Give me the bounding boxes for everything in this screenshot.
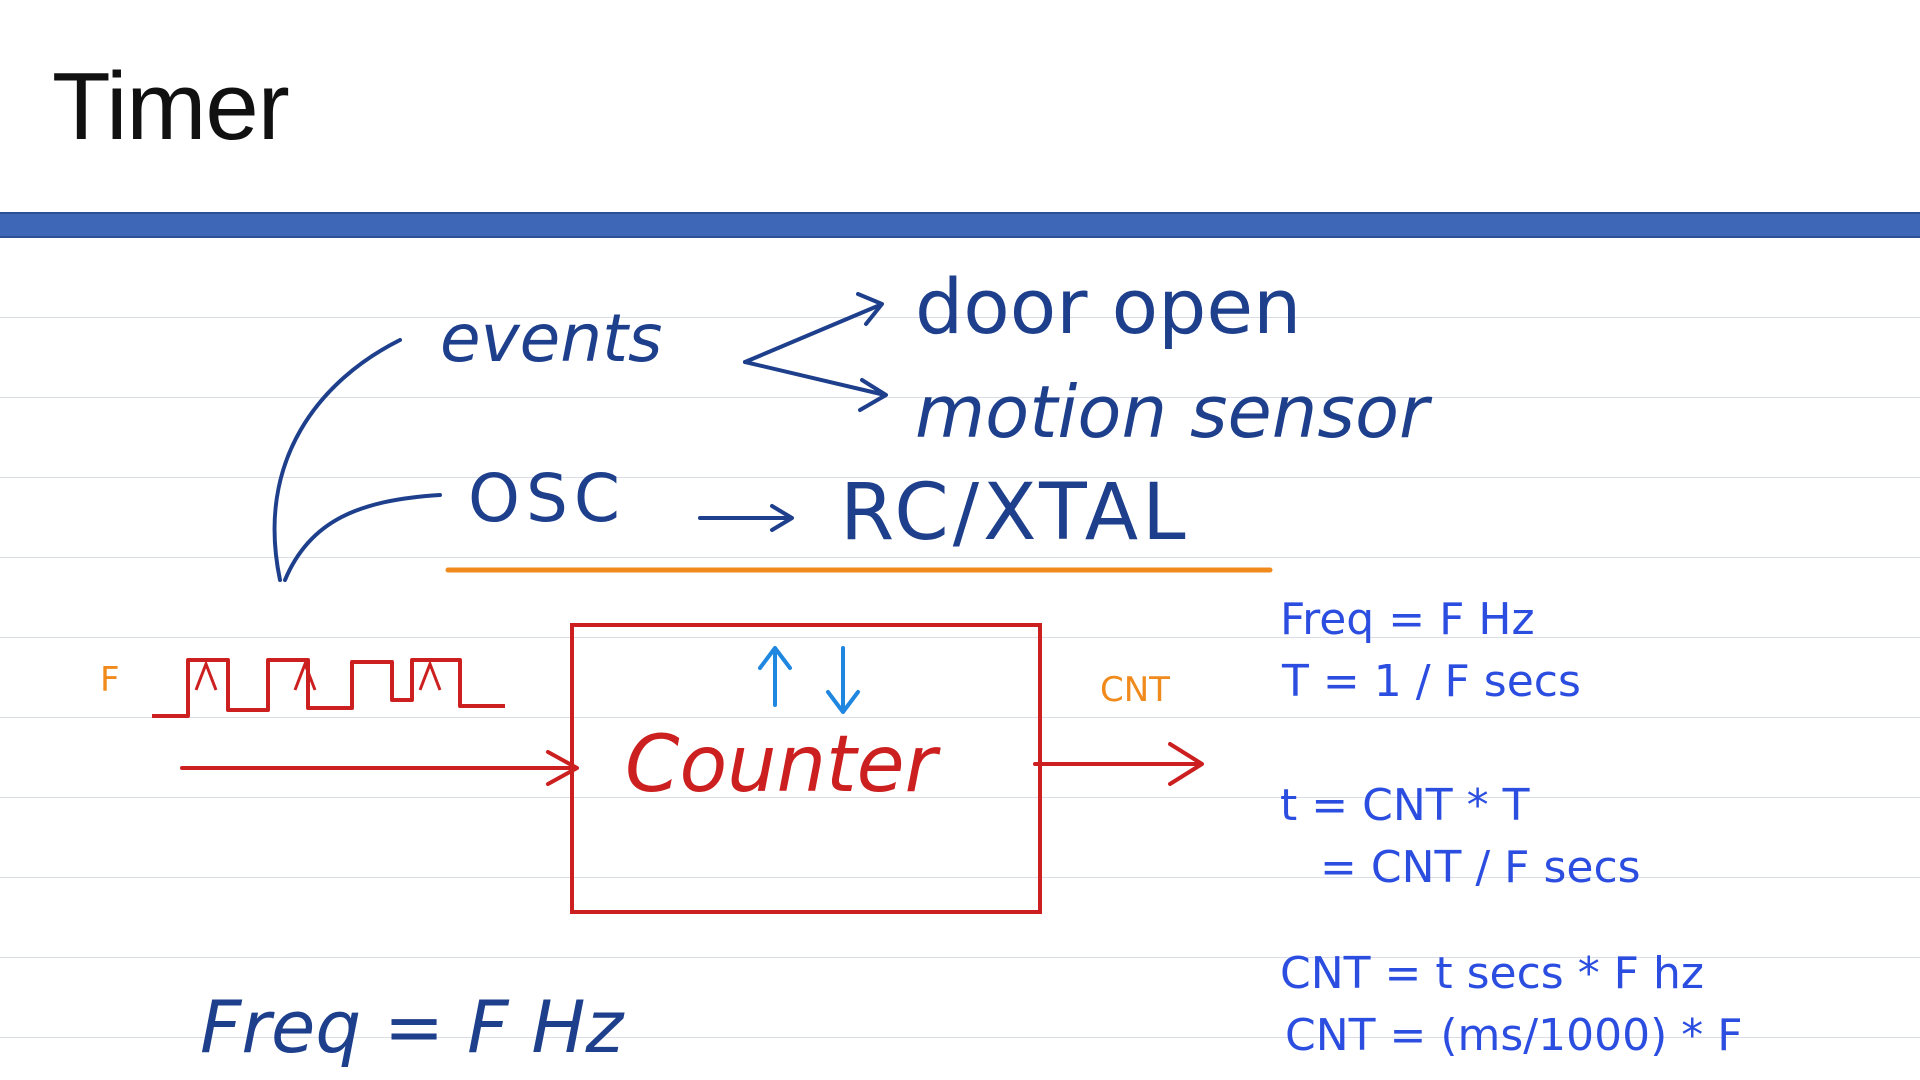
output-cnt-label: CNT [1100,670,1170,710]
note-time: t = CNT * T [1280,780,1530,831]
output-arrowhead [1168,742,1204,786]
header-rule [0,212,1920,238]
motion-sensor-text: motion sensor [915,370,1429,454]
page-title: Timer [52,53,290,160]
counter-label: Counter [625,720,937,810]
door-open-text: door open [915,262,1302,351]
events-arrow-up [743,303,882,364]
freq-bottom-text: Freq = F Hz [200,985,624,1069]
events-arrowhead-down [858,378,888,412]
curved-arrow-back [283,493,442,582]
count-up-arrowhead [758,646,792,670]
edge-arrow-1 [194,659,218,691]
events-arrow-down [743,360,887,397]
edge-arrow-2 [293,659,317,691]
note-cnt-secs: CNT = t secs * F hz [1280,948,1704,999]
note-period: T = 1 / F secs [1282,656,1581,707]
input-f-label: F [100,660,120,700]
osc-arrowhead [770,504,794,532]
ruled-lines [0,238,1920,1080]
osc-text: OSC [468,460,626,537]
input-arrowhead [546,750,579,786]
events-arrowhead-up [856,292,884,326]
square-wave [152,658,505,718]
edge-arrow-3 [418,659,442,691]
curved-feedback-arrow [272,338,402,582]
note-cnt-ms: CNT = (ms/1000) * F [1285,1010,1743,1061]
note-time-cont: = CNT / F secs [1320,842,1641,893]
rc-xtal-text: RC/XTAL [840,468,1190,558]
events-text: events [440,300,663,377]
count-down-arrowhead [826,690,860,714]
note-freq: Freq = F Hz [1280,594,1535,645]
